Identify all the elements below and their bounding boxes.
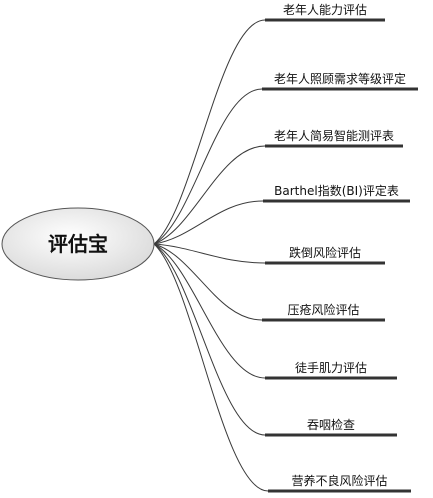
branch-label: 跌倒风险评估 [289, 245, 361, 260]
branch-node: 老年人能力评估 [265, 3, 385, 22]
branch-label: 老年人能力评估 [283, 3, 367, 17]
branch-label: 吞咽检查 [307, 417, 355, 432]
branch-node: 营养不良风险评估 [268, 473, 411, 493]
connector-line [153, 19, 266, 245]
connector-line [153, 88, 263, 245]
connector-line [153, 243, 269, 492]
branch-node: Barthel指数(BI)评定表 [263, 183, 410, 203]
branch-label: 压疮风险评估 [287, 302, 359, 317]
branch-node: 徒手肌力评估 [265, 361, 397, 380]
branch-label: 老年人照顾需求等级评定 [274, 71, 406, 86]
connector-line [153, 200, 264, 245]
branch-node: 老年人简易智能测评表 [265, 128, 403, 148]
connector-line [153, 145, 266, 245]
connector-line [153, 243, 266, 379]
root-label: 评估宝 [48, 232, 108, 256]
connector-line [153, 243, 266, 436]
branch-label: Barthel指数(BI)评定表 [274, 183, 399, 198]
connector-line [153, 243, 263, 321]
connector-lines [153, 19, 269, 492]
root-ellipse [1, 207, 155, 281]
root-node: 评估宝 [1, 207, 155, 281]
branch-node: 跌倒风险评估 [265, 245, 385, 265]
branch-label: 老年人简易智能测评表 [274, 128, 394, 143]
connector-line [153, 243, 266, 264]
branch-node: 老年人照顾需求等级评定 [262, 71, 418, 91]
branch-node: 压疮风险评估 [262, 302, 385, 322]
branch-node: 吞咽检查 [265, 417, 397, 437]
branch-label: 徒手肌力评估 [295, 361, 367, 375]
branch-label: 营养不良风险评估 [291, 473, 387, 488]
